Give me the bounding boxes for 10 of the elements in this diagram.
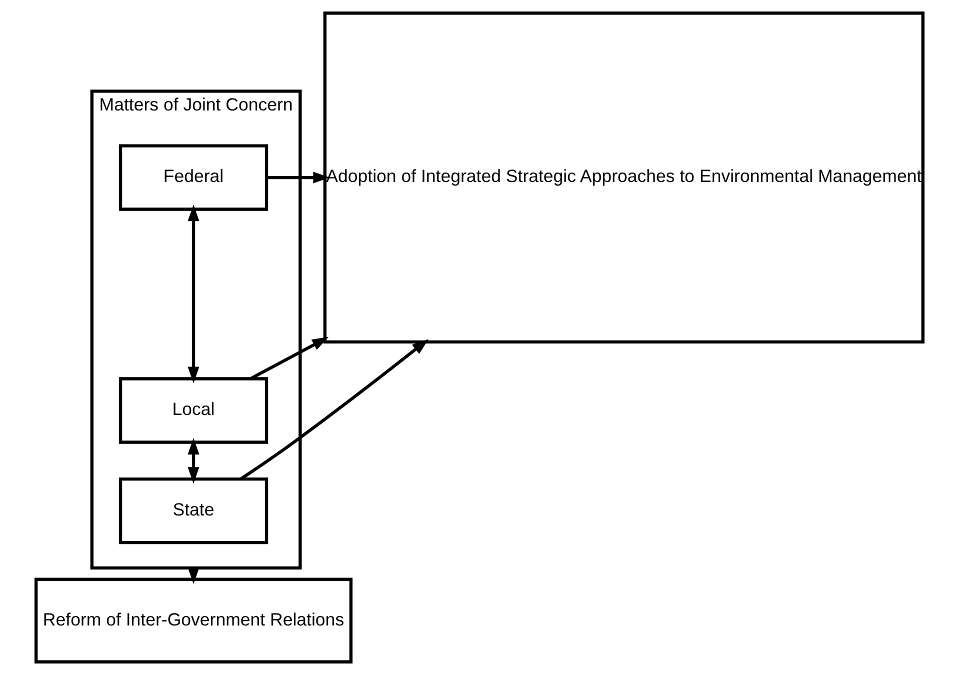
node-box: Adoption of Integrated Strategic Approaches to Environmental Management (323, 12, 924, 344)
arrow (250, 336, 329, 380)
arrow (188, 438, 200, 484)
node-box: Federal (118, 144, 268, 211)
node-box: Local (118, 377, 268, 444)
arrow (240, 339, 429, 480)
node-box: State (118, 477, 268, 544)
arrow (266, 172, 330, 184)
arrow (188, 204, 200, 384)
node-box: Reform of Inter-Government Relations (34, 578, 353, 664)
